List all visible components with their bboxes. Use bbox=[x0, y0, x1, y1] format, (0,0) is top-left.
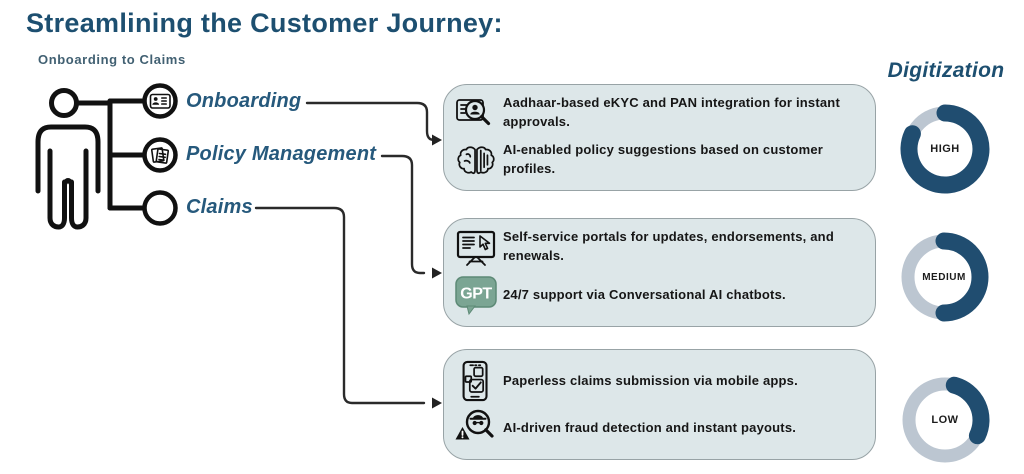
page-title: Streamlining the Customer Journey: bbox=[26, 8, 503, 38]
digitization-heading: Digitization bbox=[887, 59, 1005, 82]
card-row: Self-service portals for updates, endors… bbox=[453, 228, 861, 272]
card-row: AI-enabled policy suggestions based on c… bbox=[453, 141, 861, 181]
card-item-text: Aadhaar-based eKYC and PAN integration f… bbox=[503, 95, 840, 129]
card-item-text: AI-driven fraud detection and instant pa… bbox=[503, 419, 797, 435]
card-row: AI-driven fraud detection and instant pa… bbox=[453, 406, 861, 450]
donut-label-high: HIGH bbox=[930, 143, 960, 155]
self-service-portal-icon bbox=[453, 228, 499, 272]
card-row: Aadhaar-based eKYC and PAN integration f… bbox=[453, 94, 861, 138]
page-subtitle: Onboarding to Claims bbox=[38, 52, 186, 67]
connector-arrow-onboarding bbox=[305, 101, 442, 146]
onboarding-card: Aadhaar-based eKYC and PAN integration f… bbox=[443, 84, 876, 191]
documents-icon bbox=[142, 137, 178, 173]
stage-label-claims: Claims bbox=[186, 196, 253, 218]
person-icon bbox=[35, 88, 101, 230]
green-check-icon bbox=[142, 190, 178, 226]
id-card-icon bbox=[142, 83, 178, 119]
gpt-chatbot-icon: GPT bbox=[453, 273, 499, 317]
stage-label-onboarding: Onboarding bbox=[186, 90, 302, 112]
card-row: GPT 24/7 support via Conversational AI c… bbox=[453, 273, 861, 317]
card-item-text: Self-service portals for updates, endors… bbox=[503, 229, 834, 263]
connector-arrow-policy bbox=[380, 154, 442, 279]
card-item-text: 24/7 support via Conversational AI chatb… bbox=[503, 286, 786, 302]
digitization-donut-medium: MEDIUM bbox=[899, 232, 989, 322]
fraud-detection-icon bbox=[453, 406, 499, 450]
donut-label-low: LOW bbox=[931, 414, 959, 426]
connector-arrow-claims bbox=[254, 206, 442, 409]
digitization-donut-high: HIGH bbox=[900, 104, 990, 194]
svg-text:GPT: GPT bbox=[460, 286, 492, 303]
card-item-text: Paperless claims submission via mobile a… bbox=[503, 372, 798, 388]
ai-brain-icon bbox=[453, 141, 499, 181]
mobile-claims-icon bbox=[453, 359, 499, 403]
stage-tree-lines bbox=[74, 98, 147, 211]
donut-label-medium: MEDIUM bbox=[922, 271, 966, 283]
ekyc-id-magnifier-icon bbox=[453, 94, 499, 138]
card-item-text: AI-enabled policy suggestions based on c… bbox=[503, 142, 824, 176]
card-row: Paperless claims submission via mobile a… bbox=[453, 359, 861, 403]
policy-management-card: Self-service portals for updates, endors… bbox=[443, 218, 876, 327]
digitization-donut-low: LOW bbox=[900, 375, 990, 465]
stage-label-policy-management: Policy Management bbox=[186, 143, 377, 165]
claims-card: Paperless claims submission via mobile a… bbox=[443, 349, 876, 460]
